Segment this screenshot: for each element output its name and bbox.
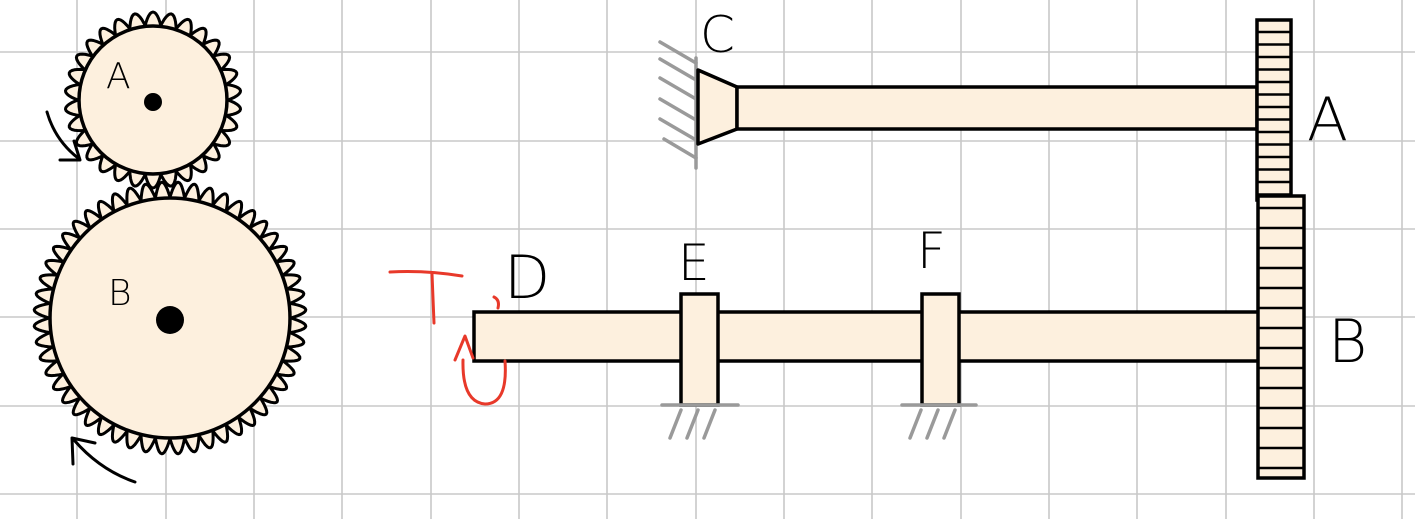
gear-pair-view: B A — [32, 10, 308, 484]
shaft-flare-c — [696, 68, 739, 146]
torque-arrowhead-icon — [453, 334, 475, 362]
label-e: E — [678, 234, 710, 292]
gear-a: A — [64, 10, 242, 190]
bearing-e: E — [660, 234, 740, 440]
rotation-arrow-a-icon — [45, 110, 82, 162]
fixed-support-c: C — [658, 6, 739, 170]
shaft-ca — [735, 85, 1259, 131]
label-c: C — [700, 6, 735, 64]
torque-t-bar — [388, 270, 464, 278]
shaft-assembly-view: C E F — [388, 6, 1367, 480]
label-f: F — [917, 222, 946, 280]
gear-b-label: B — [108, 273, 132, 314]
shaft-db — [472, 310, 1261, 363]
gear-b: B — [32, 180, 308, 456]
bearing-f: F — [900, 222, 978, 440]
label-d: D — [504, 243, 550, 313]
torque-t: T — [388, 270, 507, 406]
label-a-side: A — [1307, 85, 1348, 155]
torque-arrow-icon — [461, 358, 507, 406]
label-b-side: B — [1328, 307, 1367, 377]
gear-b-center — [156, 306, 184, 334]
gear-b-side: B — [1256, 194, 1367, 480]
torque-t-stem — [430, 272, 436, 325]
rotation-arrow-b-icon — [70, 436, 137, 484]
gear-a-label: A — [106, 56, 131, 97]
gear-a-side: A — [1255, 18, 1348, 202]
torque-arrow-tip — [492, 295, 500, 310]
gear-a-center — [144, 93, 162, 111]
